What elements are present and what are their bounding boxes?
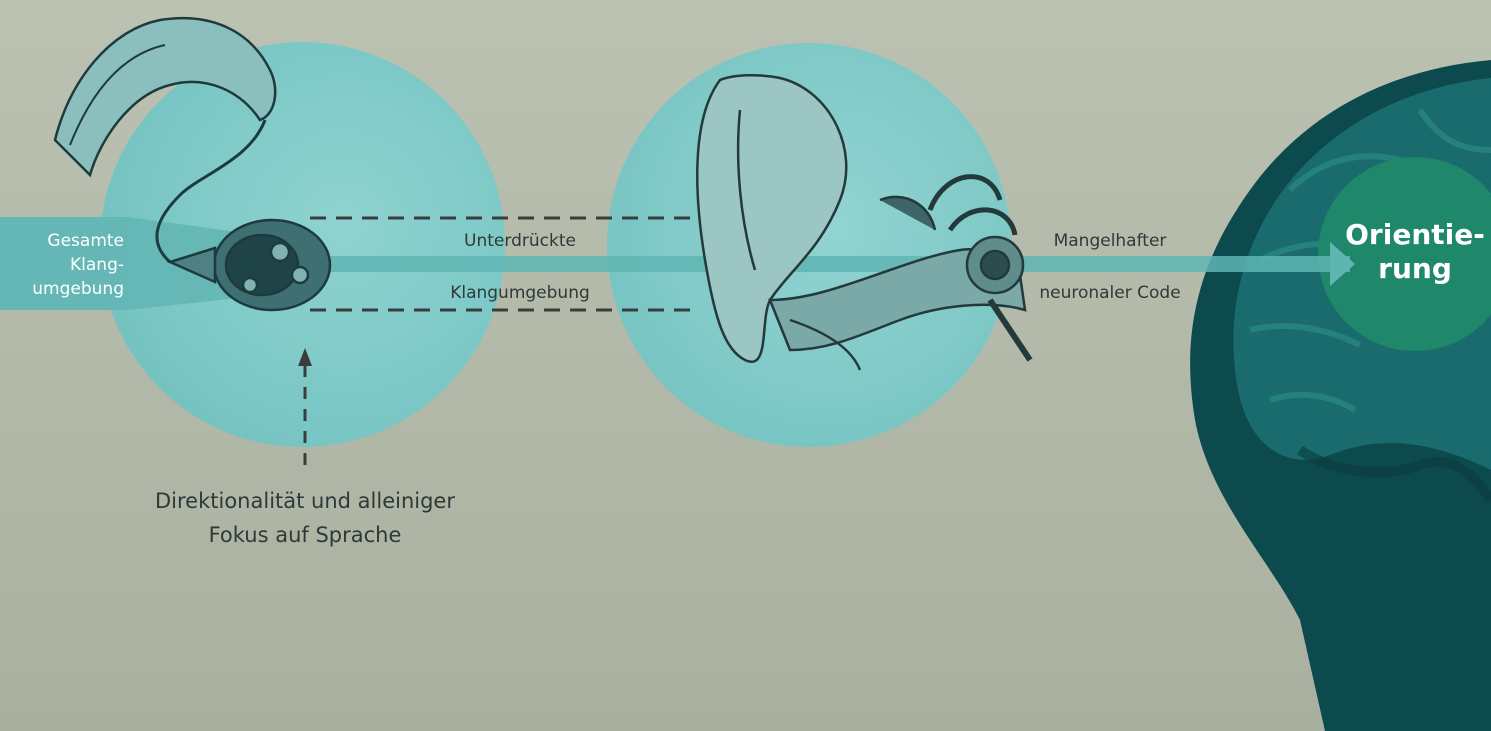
input-label-line: Gesamte [47, 231, 124, 251]
suppressed-label-line1: Unterdrückte [400, 230, 640, 252]
direction-arrowhead [298, 348, 312, 366]
input-label-line: umgebung [32, 279, 124, 299]
orientation-label-line: rung [1378, 252, 1452, 285]
direction-label-line: Direktionalität und alleiniger [155, 489, 455, 513]
input-label: Gesamte Klang- umgebung [0, 229, 124, 301]
code-label-line2: neuronaler Code [1010, 282, 1210, 304]
orientation-label-line: Orientie- [1345, 218, 1485, 251]
orientation-label: Orientie- rung [1325, 218, 1491, 286]
brain-head-icon [1190, 60, 1491, 731]
suppressed-label-line2: Klangumgebung [400, 282, 640, 304]
code-label-line1: Mangelhafter [1010, 230, 1210, 252]
direction-label-line: Fokus auf Sprache [209, 523, 402, 547]
direction-label: Direktionalität und alleiniger Fokus auf… [120, 484, 490, 552]
input-label-line: Klang- [70, 255, 124, 275]
signal-flow-line [300, 256, 1350, 272]
ear-anatomy-icon [697, 75, 1030, 370]
